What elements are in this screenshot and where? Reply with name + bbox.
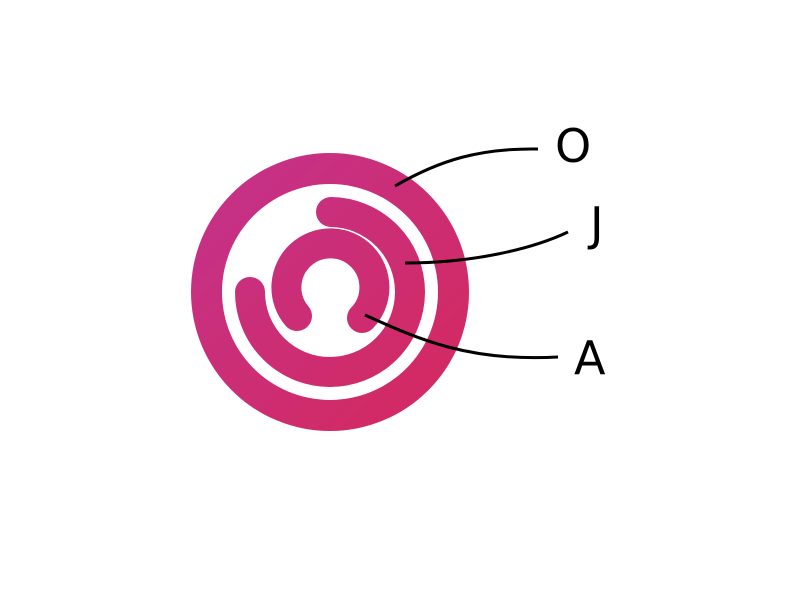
label-O: O: [555, 119, 591, 173]
leader-lines: [364, 147, 569, 360]
leader-line-J: [404, 230, 569, 265]
label-J: J: [587, 197, 604, 251]
leader-line-A: [364, 313, 559, 360]
callout-labels: O J A: [555, 119, 606, 385]
leader-line-O: [394, 147, 539, 188]
logo-mark: [180, 140, 480, 440]
logo-fill: [180, 140, 480, 440]
label-A: A: [574, 331, 606, 385]
